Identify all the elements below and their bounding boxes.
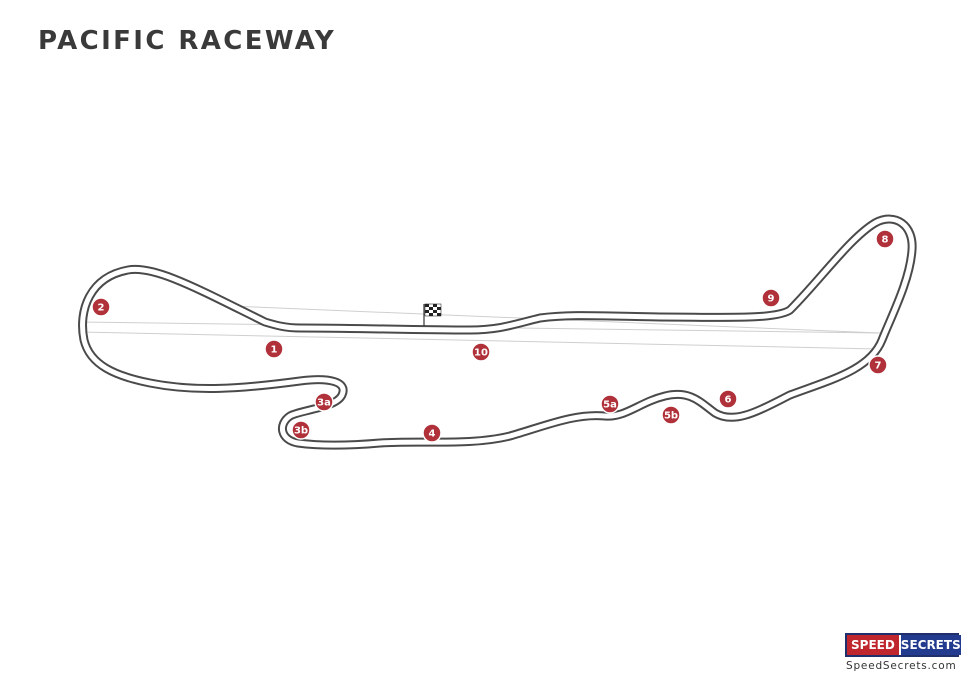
corner-marker-5b: 5b bbox=[661, 405, 681, 425]
corner-markers: 1 2 3a 3b 4 5a bbox=[91, 229, 895, 443]
corner-marker-3b: 3b bbox=[291, 420, 311, 440]
corner-label-1: 1 bbox=[271, 345, 278, 356]
speed-secrets-logo: SPEED SECRETS bbox=[845, 633, 961, 657]
corner-marker-7: 7 bbox=[868, 355, 888, 375]
corner-marker-2: 2 bbox=[91, 297, 111, 317]
corner-label-10: 10 bbox=[474, 348, 488, 359]
website-url: SpeedSecrets.com bbox=[846, 660, 957, 672]
corner-marker-8: 8 bbox=[875, 229, 895, 249]
corner-label-2: 2 bbox=[98, 303, 105, 314]
corner-label-5b: 5b bbox=[664, 411, 678, 422]
corner-label-6: 6 bbox=[725, 395, 732, 406]
corner-marker-3a: 3a bbox=[314, 392, 334, 412]
race-circuit bbox=[78, 214, 917, 450]
corner-label-3a: 3a bbox=[317, 398, 331, 409]
corner-marker-10: 10 bbox=[471, 342, 491, 362]
corner-label-7: 7 bbox=[875, 361, 882, 372]
corner-marker-5a: 5a bbox=[600, 394, 620, 414]
logo-text-secrets: SECRETS bbox=[900, 635, 961, 655]
corner-label-3b: 3b bbox=[294, 426, 308, 437]
corner-marker-9: 9 bbox=[761, 288, 781, 308]
map-title: PACIFIC RACEWAY bbox=[38, 26, 337, 56]
corner-marker-6: 6 bbox=[718, 389, 738, 409]
checkered-flag-icon bbox=[423, 303, 442, 326]
logo-text-speed: SPEED bbox=[847, 635, 901, 655]
corner-label-9: 9 bbox=[768, 294, 775, 305]
corner-label-5a: 5a bbox=[603, 400, 617, 411]
corner-marker-1: 1 bbox=[264, 339, 284, 359]
corner-label-8: 8 bbox=[882, 235, 889, 246]
corner-label-4: 4 bbox=[429, 429, 436, 440]
corner-marker-4: 4 bbox=[422, 423, 442, 443]
